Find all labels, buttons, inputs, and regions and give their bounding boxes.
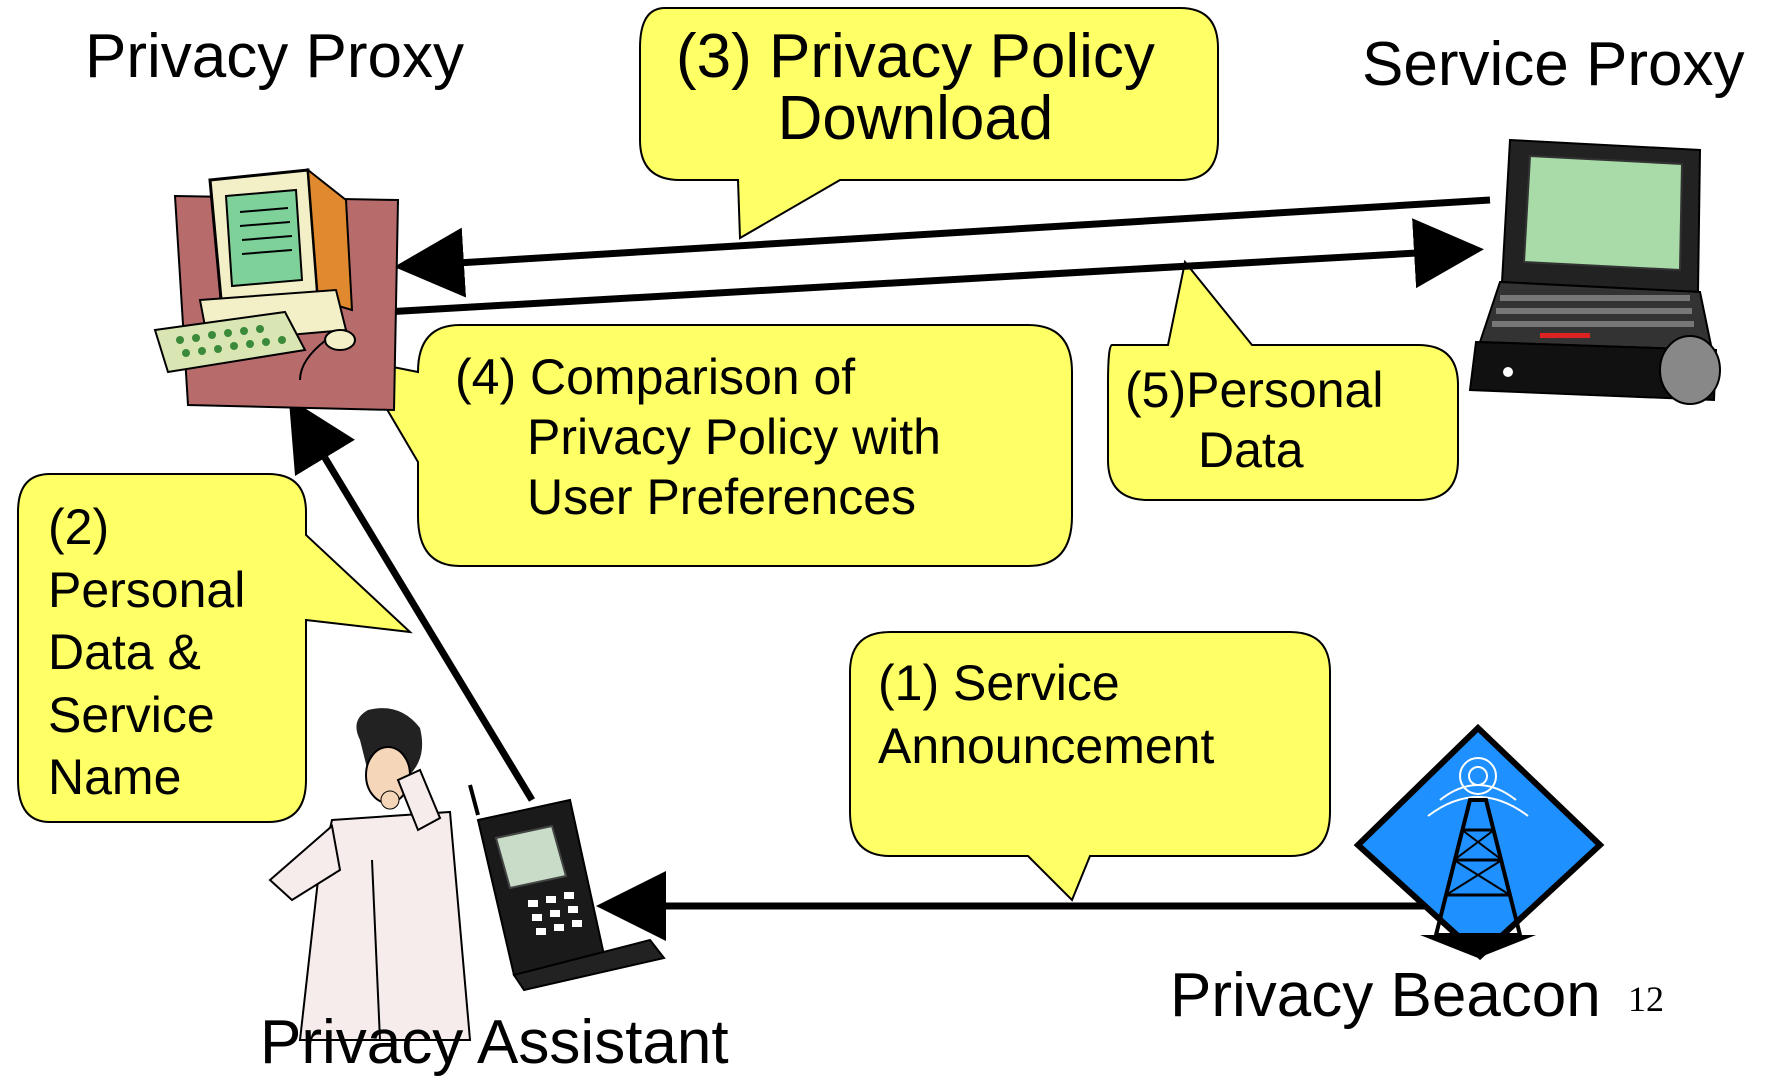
callout-4-line-1: (4) Comparison of: [455, 349, 856, 405]
callout-2-line-3: Data &: [48, 624, 201, 680]
arrow-personal-data-to-service: [384, 218, 1484, 316]
arrow-policy-download: [394, 196, 1491, 298]
label-privacy-assistant: Privacy Assistant: [260, 1008, 729, 1077]
callout-2-line-4: Service: [48, 686, 215, 743]
callout-2-line-1: (2): [48, 499, 110, 555]
page-number: 12: [1628, 979, 1664, 1019]
callout-1-bubble: [849, 631, 1331, 902]
callout-4-text: (4) Comparison of Privacy Policy with Us…: [455, 347, 941, 527]
callout-5-line-1: (5)Personal: [1125, 362, 1384, 418]
callout-3-line-1: (3) Privacy Policy: [676, 22, 1155, 91]
callout-5-text: (5)Personal Data: [1125, 360, 1383, 480]
callout-5-line-2: Data: [1198, 422, 1304, 478]
callout-2-line-5: Name: [48, 749, 182, 805]
callout-5-bubble: [1107, 259, 1459, 501]
callout-4-line-2: Privacy Policy with: [527, 409, 941, 465]
callout-2-text: (2) Personal Data & Service Name: [48, 496, 245, 809]
callout-2-bubble: [17, 473, 413, 823]
beacon-tower-icon: [1353, 723, 1605, 961]
callout-4-bubble: [356, 324, 1073, 567]
handheld-device-icon: [468, 784, 666, 992]
callout-1-line-1: (1) Service: [878, 655, 1120, 711]
laptop-icon: [1468, 138, 1721, 405]
callout-1-line-2: Announcement: [878, 717, 1215, 774]
callout-4-line-3: User Preferences: [527, 469, 917, 525]
callout-1-text: (1) Service Announcement: [878, 652, 1214, 777]
callout-3-text: (3) Privacy Policy Download: [676, 26, 1155, 150]
label-privacy-beacon: Privacy Beacon: [1170, 961, 1601, 1030]
callout-3-bubble: [639, 7, 1219, 240]
label-service-proxy: Service Proxy: [1362, 30, 1745, 99]
desktop-computer-icon: [153, 167, 400, 412]
callout-2-line-2: Personal: [48, 561, 246, 618]
person-icon: [268, 708, 472, 1041]
arrow-assistant-to-proxy: [288, 398, 535, 802]
callout-3-line-2: Download: [777, 84, 1054, 153]
label-privacy-proxy: Privacy Proxy: [85, 22, 464, 91]
